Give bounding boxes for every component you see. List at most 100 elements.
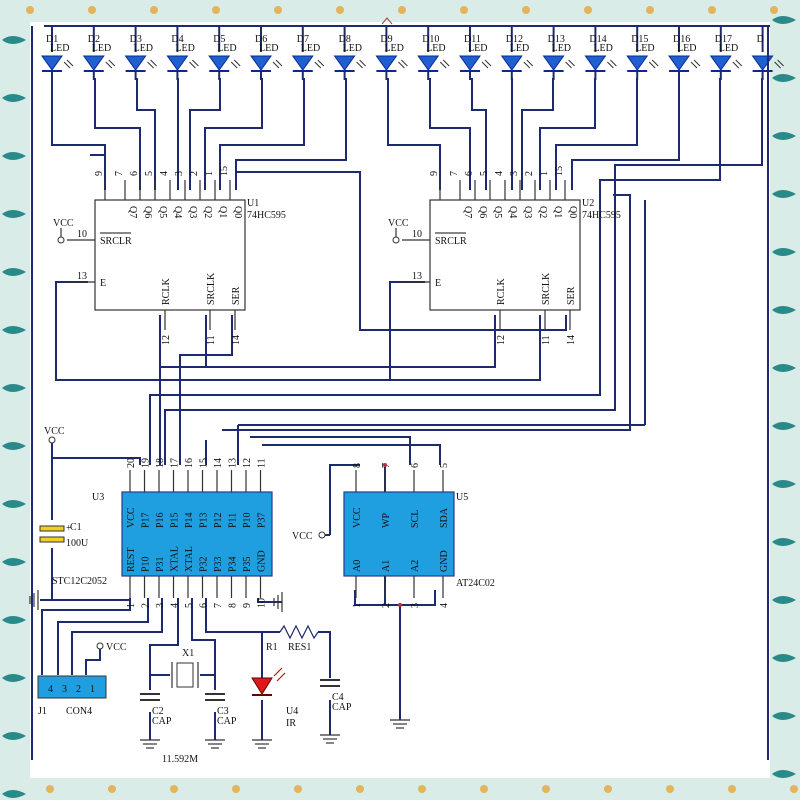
- led-type: LED: [719, 43, 738, 54]
- led-rays-icon: [648, 59, 659, 69]
- flower-icon: [480, 785, 488, 793]
- pin-name: Q5: [492, 206, 503, 218]
- leaf-icon: [2, 732, 26, 740]
- led-diode-icon: [82, 55, 105, 71]
- leaf-icon: [772, 538, 796, 546]
- flower-icon: [26, 6, 34, 14]
- pin-name: GND: [257, 550, 268, 572]
- connector-pin-number: 3: [62, 684, 67, 695]
- ground-icon: [273, 592, 283, 612]
- pin-number: 12: [242, 458, 253, 468]
- resistor-r1: R1 RES1: [266, 624, 319, 653]
- led-diode-icon: [584, 55, 607, 71]
- ground-icon: [29, 590, 39, 610]
- led-diode-icon: [166, 55, 189, 71]
- chip-ref: U5: [456, 492, 468, 503]
- pin-name: Q3: [522, 206, 533, 218]
- pin-name: XTAL: [170, 546, 181, 572]
- chip-ref: U1: [247, 198, 259, 209]
- pin-number: 15: [554, 166, 565, 176]
- junction-dot: [383, 463, 387, 467]
- led-ref: D14: [589, 34, 606, 45]
- vcc-label: VCC: [53, 218, 74, 229]
- connector-pin-number: 2: [76, 684, 81, 695]
- ground-icon: [252, 739, 272, 749]
- pin-number: 14: [566, 335, 577, 345]
- c1-ref: C1: [70, 522, 82, 533]
- led-diode-icon: [208, 55, 231, 71]
- led-diode-icon: [709, 55, 732, 71]
- pin-number: 17: [170, 458, 181, 468]
- cap-ref: C4: [332, 692, 344, 703]
- led-ref: D12: [506, 34, 523, 45]
- pin-name: P14: [184, 512, 195, 528]
- pin-number: 1: [352, 603, 363, 608]
- led-rays-icon: [690, 59, 701, 69]
- pin-number: 3: [410, 603, 421, 608]
- pin-number: 16: [184, 458, 195, 468]
- flower-icon: [646, 6, 654, 14]
- leaf-icon: [772, 306, 796, 314]
- leaf-icon: [772, 770, 796, 778]
- r1-ref: R1: [266, 642, 278, 653]
- pin-name: SER: [231, 286, 242, 305]
- ground-icon: [320, 734, 340, 744]
- leaf-icon: [2, 210, 26, 218]
- flower-icon: [150, 6, 158, 14]
- chip-ref: U2: [582, 198, 594, 209]
- ground-icon: [390, 719, 410, 729]
- led-ref: D13: [548, 34, 565, 45]
- j1-value: CON4: [66, 706, 92, 717]
- r1-value: RES1: [288, 642, 311, 653]
- vcc-label: VCC: [44, 426, 65, 437]
- pin-number: 1: [539, 171, 550, 176]
- ir-diode-icon: [251, 677, 273, 695]
- leaf-icon: [2, 152, 26, 160]
- led-ref: D11: [464, 34, 481, 45]
- pin-name: SRCLR: [100, 236, 132, 247]
- polarity-mark: +: [66, 523, 72, 534]
- led-rays-icon: [774, 59, 784, 69]
- pin-number: 15: [219, 166, 230, 176]
- led-ref: D1: [46, 34, 58, 45]
- pin-name: P35: [242, 556, 253, 572]
- flower-icon: [398, 6, 406, 14]
- pin-number: 6: [129, 171, 140, 176]
- vcc-terminal: [392, 236, 400, 244]
- leaf-icon: [2, 616, 26, 624]
- leaf-icon: [772, 712, 796, 720]
- led-diode-icon: [417, 55, 440, 71]
- led-ref: D15: [631, 34, 648, 45]
- pin-number: 4: [170, 603, 181, 608]
- led-type: LED: [175, 43, 194, 54]
- pin-name: A2: [410, 560, 421, 572]
- pin-name: Q2: [202, 206, 213, 218]
- pin-number: 8: [228, 603, 239, 608]
- pin-number: 6: [410, 463, 421, 468]
- pin-number: 12: [496, 335, 507, 345]
- pin-number: 4: [494, 171, 505, 176]
- pin-number: 7: [213, 603, 224, 608]
- pin-name: Q7: [127, 206, 138, 218]
- pin-name: SER: [566, 286, 577, 305]
- pin-number: 7: [114, 171, 125, 176]
- pin-name: Q5: [157, 206, 168, 218]
- led-diode-icon: [542, 55, 565, 71]
- led-diode-icon: [291, 55, 314, 71]
- leaf-icon: [2, 674, 26, 682]
- led-rays-icon: [523, 59, 534, 69]
- flower-icon: [790, 785, 798, 793]
- pin-name: P34: [228, 556, 239, 572]
- pin-number: 5: [479, 171, 490, 176]
- pin-name: P10: [141, 556, 152, 572]
- led-ref: D10: [422, 34, 439, 45]
- cap-value: CAP: [332, 702, 352, 713]
- pin-name: Q2: [537, 206, 548, 218]
